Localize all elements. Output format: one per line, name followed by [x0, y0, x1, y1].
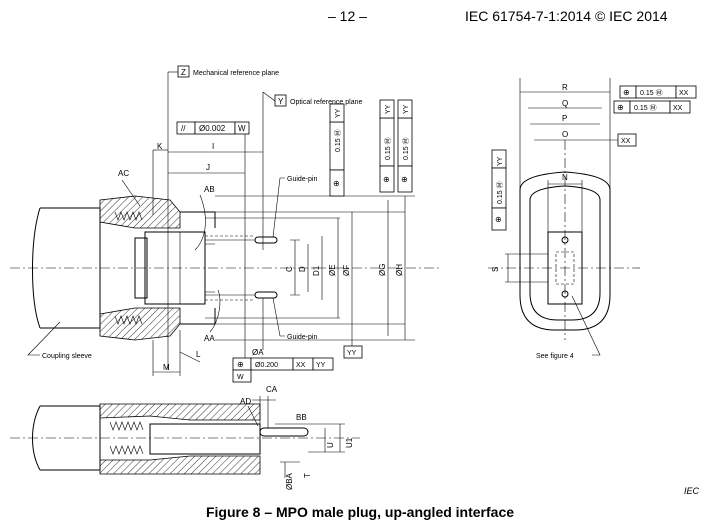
dim-u: U: [326, 442, 335, 448]
dim-q: Q: [562, 99, 568, 108]
page-number: – 12 –: [328, 8, 367, 24]
dim-aa: AA: [204, 334, 215, 343]
cable-body: [40, 207, 101, 329]
end-view-inner: [529, 185, 601, 321]
dim-ac: AC: [118, 169, 129, 178]
svg-text:⊕: ⊕: [623, 88, 630, 97]
svg-text:0.15 Ⓜ: 0.15 Ⓜ: [634, 104, 657, 112]
dim-l: L: [196, 350, 201, 359]
svg-text:0.15 Ⓜ: 0.15 Ⓜ: [384, 137, 392, 160]
ferrule-body: [144, 231, 206, 305]
dim-oba: ØBA: [285, 472, 294, 490]
dim-t: T: [303, 473, 312, 478]
dim-i: I: [212, 142, 214, 151]
dim-s: S: [491, 267, 500, 272]
document-id: IEC 61754-7-1:2014 © IEC 2014: [465, 8, 668, 24]
coupling-sleeve-label: Coupling sleeve: [42, 353, 92, 360]
dim-oa: ØA: [252, 348, 264, 357]
dim-og: ØG: [378, 264, 387, 276]
svg-text:XX: XX: [296, 362, 306, 369]
guide-pin-bottom-label: Guide-pin: [287, 334, 317, 341]
svg-text:0.15 Ⓜ: 0.15 Ⓜ: [496, 181, 504, 204]
dim-j: J: [206, 163, 210, 172]
svg-text:⊕: ⊕: [401, 175, 408, 184]
svg-text:YY: YY: [497, 156, 504, 166]
svg-text:Ø0.200: Ø0.200: [255, 362, 278, 369]
datum-xx: XX: [621, 138, 631, 145]
housing-bottom-section: [99, 307, 181, 341]
dim-oe: ØE: [328, 264, 337, 276]
ferrule-flange: [134, 237, 148, 299]
dim-d: D: [298, 266, 307, 272]
dim-u1: U1: [345, 437, 354, 448]
dim-bb: BB: [296, 413, 307, 422]
svg-text:⊕: ⊕: [617, 103, 624, 112]
fcf-bottom: ⊕ Ø0.200 XX YY W: [232, 357, 334, 383]
dim-o: O: [562, 130, 568, 139]
svg-text:⊕: ⊕: [237, 360, 244, 369]
figure-caption: Figure 8 – MPO male plug, up-angled inte…: [205, 504, 515, 520]
main-side-view: Z Mechanical reference plane Y Optical r…: [10, 65, 440, 383]
dim-c: C: [285, 266, 294, 272]
parallelism-symbol: //: [181, 124, 186, 133]
dim-m: M: [163, 363, 170, 372]
fcf-position-oh: 0.15 Ⓜ ⊕ YY: [397, 99, 413, 193]
bottom-detail-view: CA AD BB U U1 T ØBA: [10, 385, 360, 490]
dim-ab: AB: [204, 185, 215, 194]
end-view-outer: [519, 171, 611, 331]
svg-text:YY: YY: [316, 362, 326, 369]
guide-pin-lower: [254, 291, 278, 299]
datum-yy: YY: [347, 350, 357, 357]
spring-top: [114, 211, 143, 221]
guide-pin-upper: [254, 236, 278, 244]
svg-text:YY: YY: [403, 104, 410, 114]
svg-text:⊕: ⊕: [383, 175, 390, 184]
housing-top-section: [99, 195, 181, 229]
dim-d1: D1: [312, 265, 321, 276]
dim-k: K: [157, 142, 163, 151]
dim-p: P: [562, 114, 567, 123]
svg-text:0.15 Ⓜ: 0.15 Ⓜ: [334, 129, 342, 152]
iec-mark: IEC: [684, 486, 700, 496]
dim-n: N: [562, 173, 568, 182]
datum-w: W: [237, 374, 244, 381]
dim-of: ØF: [342, 265, 351, 276]
fcf-position-oe: 0.15 Ⓜ ⊕ YY: [329, 103, 345, 197]
svg-text:XX: XX: [673, 105, 683, 112]
dim-r: R: [562, 83, 568, 92]
cable-break: [32, 207, 41, 329]
spring-bottom: [114, 315, 143, 325]
fcf-end-r: ⊕ 0.15 Ⓜ XX: [619, 85, 697, 99]
datum-z-letter: Z: [181, 68, 186, 77]
svg-text:XX: XX: [679, 90, 689, 97]
fcf-end-s: YY 0.15 Ⓜ ⊕: [491, 149, 507, 231]
guide-pin-top-label: Guide-pin: [287, 176, 317, 183]
svg-text:⊕: ⊕: [495, 215, 502, 224]
dim-ca: CA: [266, 385, 278, 394]
svg-text:⊕: ⊕: [333, 179, 340, 188]
mechanical-reference-plane-label: Mechanical reference plane: [193, 70, 279, 77]
end-view: R Q P O N ⊕ 0.15 Ⓜ XX ⊕ 0.15 Ⓜ XX XX: [488, 78, 697, 360]
svg-text:0.15 Ⓜ: 0.15 Ⓜ: [640, 89, 663, 97]
parallelism-value: Ø0.002: [199, 124, 226, 133]
datum-y-letter: Y: [278, 97, 284, 106]
fcf-end-q: ⊕ 0.15 Ⓜ XX: [613, 100, 691, 114]
guide-pin-detail: [259, 427, 309, 437]
svg-text:YY: YY: [385, 104, 392, 114]
fcf-position-og: 0.15 Ⓜ ⊕ YY: [379, 99, 395, 193]
dim-ad: AD: [240, 397, 251, 406]
svg-text:0.15 Ⓜ: 0.15 Ⓜ: [402, 137, 410, 160]
see-figure-4-label: See figure 4: [536, 353, 574, 360]
dim-oh: ØH: [395, 264, 404, 276]
optical-reference-plane-label: Optical reference plane: [290, 99, 362, 106]
parallelism-datum: W: [238, 124, 246, 133]
svg-text:YY: YY: [335, 108, 342, 118]
